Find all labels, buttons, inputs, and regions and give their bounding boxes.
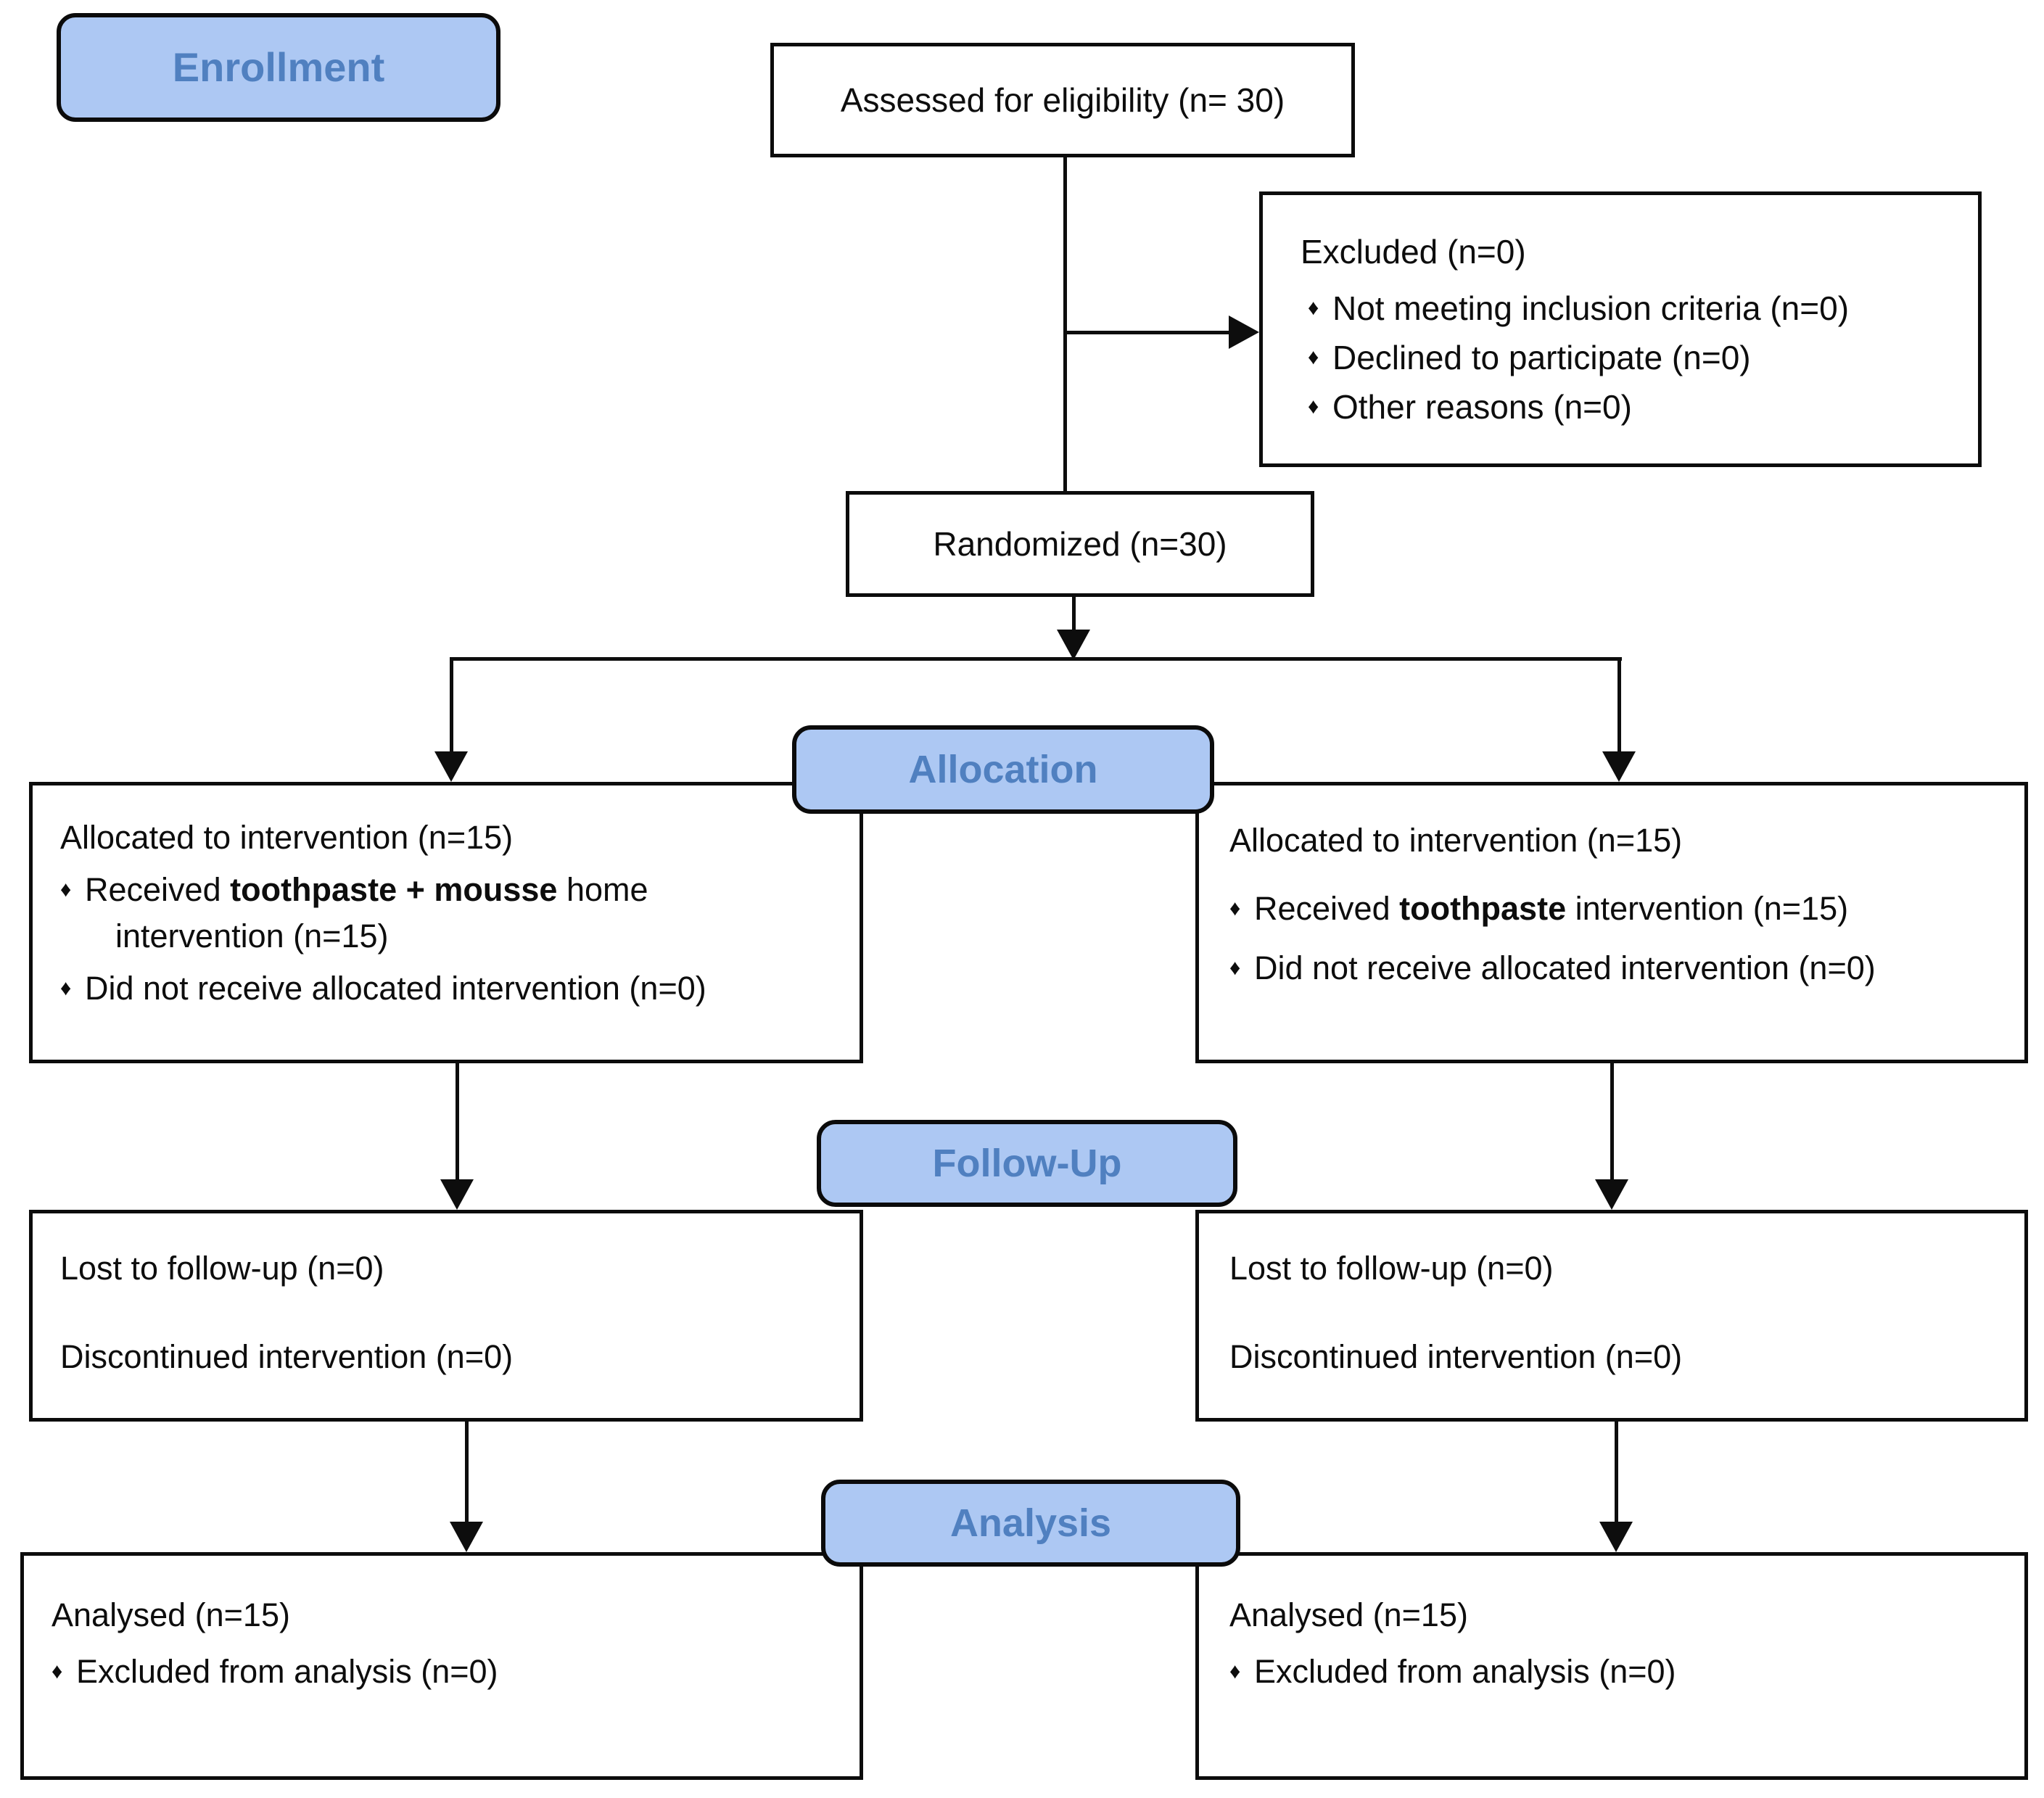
box-excluded-title: Excluded (n=0) [1301, 233, 1526, 271]
connector-alloc-to-followup-right [1610, 1062, 1614, 1181]
stage-enrollment-label: Enrollment [172, 44, 385, 90]
branch-line [451, 657, 1622, 661]
connector-branch-left [450, 657, 453, 753]
diamond-bullet-icon: ♦ [1229, 1659, 1241, 1683]
diamond-bullet-icon: ♦ [60, 976, 72, 1000]
analysis-left-bullet: ♦ Excluded from analysis (n=0) [51, 1649, 842, 1695]
box-assessed: Assessed for eligibility (n= 30) [770, 43, 1355, 157]
followup-left-line-2: Discontinued intervention (n=0) [60, 1338, 514, 1375]
followup-left-line-1: Lost to follow-up (n=0) [60, 1250, 384, 1287]
stage-followup-label: Follow-Up [932, 1142, 1122, 1185]
alloc-left-bullet-2: ♦ Did not receive allocated intervention… [60, 965, 842, 1012]
stage-analysis: Analysis [821, 1480, 1240, 1567]
connector-followup-to-analysis-right [1615, 1420, 1618, 1523]
diamond-bullet-icon: ♦ [1229, 956, 1241, 980]
alloc-left-title: Allocated to intervention (n=15) [60, 819, 514, 856]
arrowhead-alloc-left [434, 751, 468, 782]
box-analysis-left: Analysed (n=15) ♦ Excluded from analysis… [20, 1552, 863, 1780]
box-excluded: Excluded (n=0) ♦ Not meeting inclusion c… [1259, 191, 1982, 467]
box-analysis-right: Analysed (n=15) ♦ Excluded from analysis… [1195, 1552, 2028, 1780]
excluded-bullet-3: ♦ Other reasons (n=0) [1301, 384, 1956, 430]
excluded-bullet-1: ♦ Not meeting inclusion criteria (n=0) [1301, 285, 1956, 331]
analysis-right-bullet: ♦ Excluded from analysis (n=0) [1229, 1649, 2007, 1695]
stage-analysis-label: Analysis [949, 1501, 1112, 1545]
alloc-right-bullet-2-text: Did not receive allocated intervention (… [1254, 949, 1876, 986]
connector-randomized-to-branch [1072, 595, 1076, 632]
box-randomized: Randomized (n=30) [846, 491, 1314, 597]
arrowhead-followup-right [1595, 1179, 1628, 1210]
alloc-right-bullet-1: ♦ Received toothpaste intervention (n=15… [1229, 886, 2007, 932]
diamond-bullet-icon: ♦ [1308, 345, 1319, 369]
diamond-bullet-icon: ♦ [1308, 395, 1319, 418]
arrowhead-analysis-left [450, 1522, 483, 1552]
alloc-left-bullet-2-text: Did not receive allocated intervention (… [85, 970, 706, 1007]
arrowhead-alloc-right [1602, 751, 1636, 782]
excluded-bullet-2-text: Declined to participate (n=0) [1332, 339, 1751, 376]
box-followup-left: Lost to follow-up (n=0) Discontinued int… [29, 1210, 863, 1422]
arrowhead-excluded [1229, 316, 1259, 349]
stage-allocation: Allocation [792, 725, 1214, 814]
alloc-right-bullet-2: ♦ Did not receive allocated intervention… [1229, 945, 2007, 991]
stage-allocation-label: Allocation [908, 748, 1098, 791]
arrowhead-followup-left [440, 1179, 474, 1210]
connector-assessed-to-randomized [1063, 157, 1067, 493]
diamond-bullet-icon: ♦ [1308, 296, 1319, 320]
stage-followup: Follow-Up [817, 1120, 1237, 1207]
diamond-bullet-icon: ♦ [51, 1659, 63, 1683]
arrowhead-analysis-right [1599, 1522, 1633, 1552]
box-allocation-left: Allocated to intervention (n=15) ♦ Recei… [29, 782, 863, 1063]
alloc-right-title: Allocated to intervention (n=15) [1229, 822, 1683, 859]
box-allocation-right: Allocated to intervention (n=15) ♦ Recei… [1195, 782, 2028, 1063]
diamond-bullet-icon: ♦ [1229, 896, 1241, 920]
alloc-left-bullet-1-line2: intervention (n=15) [115, 917, 389, 954]
box-randomized-text: Randomized (n=30) [933, 525, 1227, 563]
analysis-left-bullet-text: Excluded from analysis (n=0) [76, 1653, 498, 1690]
excluded-bullet-3-text: Other reasons (n=0) [1332, 388, 1632, 426]
excluded-bullet-1-text: Not meeting inclusion criteria (n=0) [1332, 289, 1850, 327]
box-assessed-text: Assessed for eligibility (n= 30) [840, 81, 1285, 119]
alloc-right-bullet-1-text: Received toothpaste intervention (n=15) [1254, 890, 1849, 927]
analysis-left-title: Analysed (n=15) [51, 1596, 290, 1633]
stage-enrollment: Enrollment [57, 13, 500, 122]
connector-followup-to-analysis-left [465, 1420, 469, 1523]
connector-alloc-to-followup-left [456, 1062, 459, 1181]
box-followup-right: Lost to follow-up (n=0) Discontinued int… [1195, 1210, 2028, 1422]
arrowhead-branch [1057, 630, 1090, 660]
connector-to-excluded [1063, 331, 1230, 334]
analysis-right-title: Analysed (n=15) [1229, 1596, 1468, 1633]
diamond-bullet-icon: ♦ [60, 878, 72, 902]
analysis-right-bullet-text: Excluded from analysis (n=0) [1254, 1653, 1676, 1690]
excluded-bullet-2: ♦ Declined to participate (n=0) [1301, 334, 1956, 381]
connector-branch-right [1618, 657, 1621, 753]
followup-right-line-1: Lost to follow-up (n=0) [1229, 1250, 1554, 1287]
followup-right-line-2: Discontinued intervention (n=0) [1229, 1338, 1683, 1375]
